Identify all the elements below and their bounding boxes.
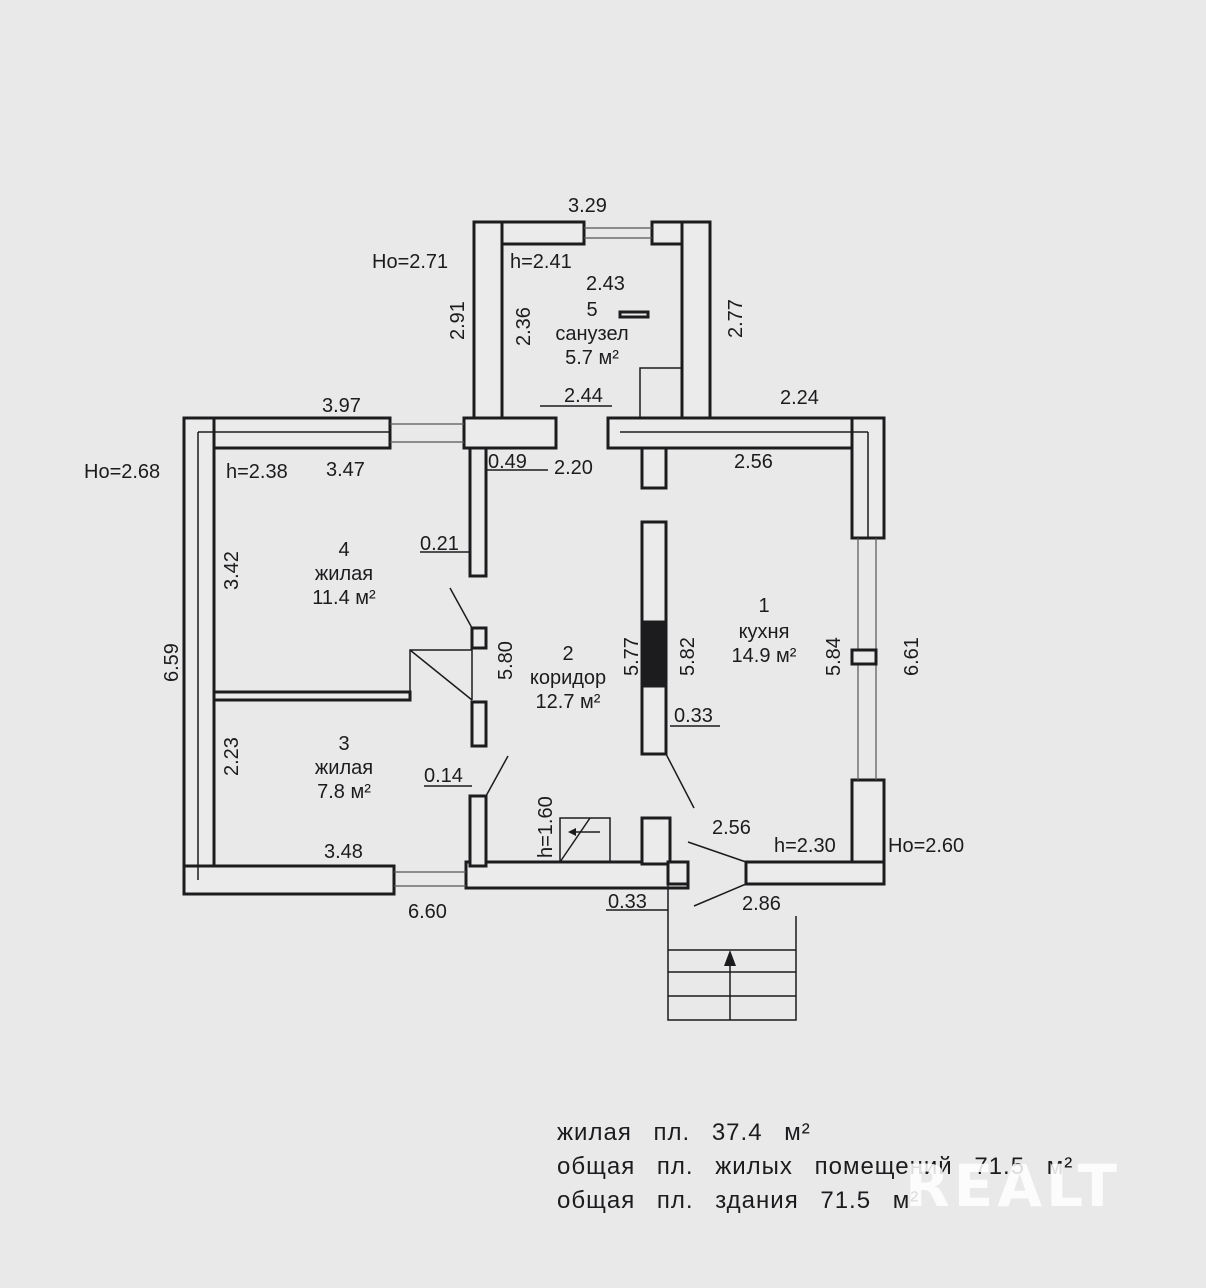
height-label: h=2.30 [774, 835, 836, 857]
dim-label: 2.44 [564, 385, 603, 407]
dim-label: 2.91 [447, 301, 469, 340]
dim-label: 2.56 [712, 817, 751, 839]
dim-label: 5.84 [823, 637, 845, 676]
room-name: жилая [315, 757, 373, 779]
dim-label: 2.43 [586, 273, 625, 295]
dim-label: 0.49 [488, 451, 527, 473]
dim-label: 3.42 [221, 551, 243, 590]
room-name: жилая [315, 563, 373, 585]
room-number: 4 [338, 539, 349, 561]
dim-label: 6.61 [901, 637, 923, 676]
interior-walls [212, 310, 747, 907]
dim-label: 3.48 [324, 841, 363, 863]
summary-word: пл. [656, 1187, 694, 1214]
stair-arrow-icon [568, 828, 576, 836]
room-area: 11.4 м² [312, 587, 376, 609]
room-name: коридор [530, 667, 606, 689]
height-label: Ho=2.60 [888, 835, 964, 857]
dim-label: 0.21 [420, 533, 459, 555]
dim-label: 3.97 [322, 395, 361, 417]
summary-unit: м² [1046, 1153, 1074, 1180]
leader-lines [420, 405, 720, 911]
dim-label: 2.23 [221, 737, 243, 776]
dim-label: 6.60 [408, 901, 447, 923]
house-walls [182, 416, 886, 896]
dim-label: 2.36 [513, 307, 535, 346]
dim-label: 3.47 [326, 459, 365, 481]
dim-label: 3.29 [568, 195, 607, 217]
height-label: h=1.60 [535, 796, 557, 858]
realt-watermark-logo: REALT [905, 1152, 1122, 1220]
summary-living-area: жилая пл. 37.4 м² [557, 1116, 1073, 1150]
summary-value: 71.5 [974, 1153, 1026, 1180]
dim-label: 2.56 [734, 451, 773, 473]
summary-unit: м² [892, 1187, 920, 1214]
room-name: кухня [739, 621, 790, 643]
room-area: 7.8 м² [317, 781, 371, 803]
dim-label: 0.14 [424, 765, 463, 787]
height-label: h=2.38 [226, 461, 288, 483]
dim-label: 0.33 [608, 891, 647, 913]
summary-total-living-rooms: общая пл. жилых помещений 71.5 м² [557, 1150, 1073, 1184]
height-label: Ho=2.71 [372, 251, 448, 273]
summary-total-building: общая пл. здания 71.5 м² [557, 1184, 1073, 1218]
dim-label: 2.77 [725, 299, 747, 338]
height-label: Ho=2.68 [84, 461, 160, 483]
summary-word: общая [557, 1153, 636, 1180]
dim-label: 2.20 [554, 457, 593, 479]
dim-label: 5.82 [677, 637, 699, 676]
summary-word: жилых [715, 1153, 793, 1180]
room-area: 14.9 м² [732, 645, 797, 667]
dim-label: 6.59 [161, 643, 183, 682]
dim-label: 0.33 [674, 705, 713, 727]
summary-word: здания [715, 1187, 799, 1214]
height-label: h=2.41 [510, 251, 572, 273]
summary-word: пл. [653, 1119, 691, 1146]
summary-value: 37.4 [711, 1119, 763, 1146]
entry-arrow-icon [724, 950, 736, 966]
summary-word: общая [557, 1187, 636, 1214]
area-summary: жилая пл. 37.4 м² общая пл. жилых помеще… [557, 1116, 1073, 1218]
summary-word: пл. [656, 1153, 694, 1180]
dim-label: 5.77 [621, 637, 643, 676]
room-number: 5 [586, 299, 597, 321]
summary-unit: м² [784, 1119, 811, 1146]
summary-value: 71.5 [820, 1187, 872, 1214]
summary-word: жилая [557, 1119, 632, 1146]
dimension-labels: 3.29 Ho=2.71 h=2.41 2.43 2.91 2.36 2.77 … [84, 195, 964, 923]
room-number: 3 [338, 733, 349, 755]
dim-label: 2.24 [780, 387, 819, 409]
room-labels: 5 санузел 5.7 м² 4 жилая 11.4 м² 2 корид… [312, 299, 796, 803]
room-area: 5.7 м² [565, 347, 619, 369]
dim-label: 5.80 [495, 641, 517, 680]
entry-steps [667, 884, 797, 1021]
room-number: 2 [562, 643, 573, 665]
summary-word: помещений [814, 1153, 953, 1180]
room-name: санузел [555, 323, 628, 345]
room-area: 12.7 м² [536, 691, 601, 713]
room-number: 1 [758, 595, 769, 617]
dim-label: 2.86 [742, 893, 781, 915]
